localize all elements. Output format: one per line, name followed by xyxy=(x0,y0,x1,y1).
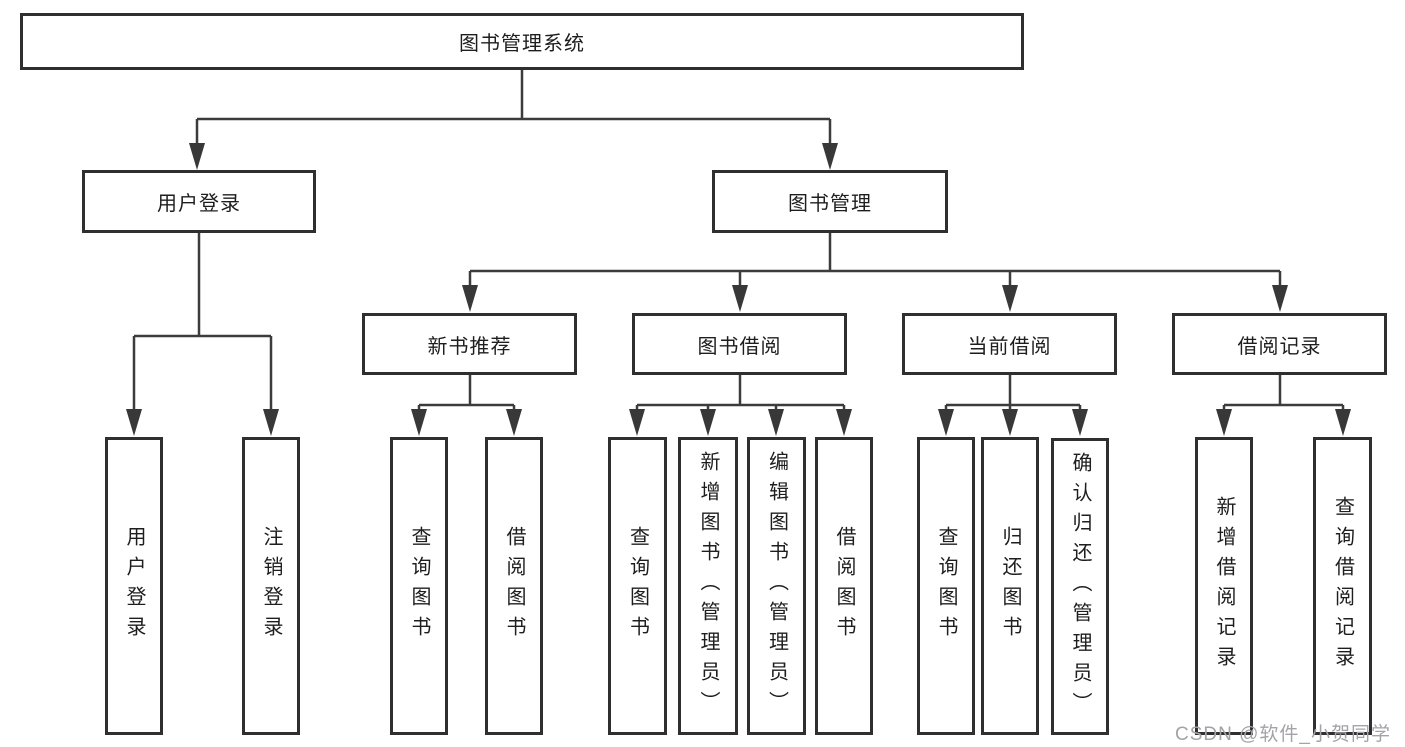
connector-borrowing-records-children xyxy=(1222,375,1345,414)
node-label: 注销登录 xyxy=(260,526,282,646)
node-label: 确认归还（管理员） xyxy=(1069,451,1091,722)
node-label: 新增借阅记录 xyxy=(1213,496,1235,676)
node-label: 查询借阅记录 xyxy=(1331,496,1354,676)
node-label: 查询图书 xyxy=(935,526,957,646)
node-book-borrowing: 图书借阅 xyxy=(632,313,847,375)
node-new-book-recommendation: 新书推荐 xyxy=(362,313,577,375)
connector-book-management-children xyxy=(468,233,1282,290)
node-book-management: 图书管理 xyxy=(712,170,948,233)
node-label: 借阅图书 xyxy=(503,526,525,646)
node-borrow-books-borrowing: 借阅图书 xyxy=(815,437,873,735)
arrow-icon xyxy=(1002,409,1018,436)
node-query-books-rec: 查询图书 xyxy=(390,437,448,735)
node-add-borrow-record: 新增借阅记录 xyxy=(1195,437,1253,735)
arrow-icon xyxy=(1335,409,1351,436)
node-return-books: 归还图书 xyxy=(981,437,1039,735)
node-library-management-system: 图书管理系统 xyxy=(20,13,1024,70)
node-confirm-return-admin: 确认归还（管理员） xyxy=(1051,438,1109,735)
node-query-books-borrowing: 查询图书 xyxy=(608,437,667,735)
node-label: 新增图书（管理员） xyxy=(697,451,719,721)
node-query-borrow-record: 查询借阅记录 xyxy=(1313,437,1372,735)
connector-current-borrowing-children xyxy=(944,375,1082,414)
arrow-icon xyxy=(700,409,716,436)
arrow-icon xyxy=(189,143,205,170)
arrow-icon xyxy=(462,285,478,312)
node-label: 借阅图书 xyxy=(833,526,855,646)
connector-root-to-level2 xyxy=(195,70,832,148)
node-logout: 注销登录 xyxy=(242,437,300,735)
node-borrow-books-rec: 借阅图书 xyxy=(485,437,543,735)
connector-user-login-children xyxy=(132,233,273,412)
node-add-books-admin: 新增图书（管理员） xyxy=(678,437,738,735)
connector-new-book-rec-children xyxy=(417,375,516,414)
node-user-login: 用户登录 xyxy=(82,170,316,233)
connector-book-borrowing-children xyxy=(635,375,846,414)
node-label: 用户登录 xyxy=(123,526,145,646)
arrow-icon xyxy=(1002,285,1018,312)
arrow-icon xyxy=(411,409,427,436)
arrow-icon xyxy=(629,409,645,436)
node-label: 归还图书 xyxy=(999,526,1021,646)
arrow-icon xyxy=(263,409,279,436)
node-label: 编辑图书（管理员） xyxy=(765,451,788,721)
watermark-text: CSDN @软件_小贺同学 xyxy=(1175,724,1391,745)
node-edit-books-admin: 编辑图书（管理员） xyxy=(747,437,806,735)
arrow-icon xyxy=(126,409,142,436)
arrow-icon xyxy=(836,409,852,436)
arrow-icon xyxy=(822,143,838,170)
node-query-books-current: 查询图书 xyxy=(917,437,975,735)
node-current-borrowing: 当前借阅 xyxy=(902,313,1117,375)
arrow-icon xyxy=(506,409,522,436)
node-borrowing-records: 借阅记录 xyxy=(1172,313,1387,375)
arrow-icon xyxy=(1216,409,1232,436)
arrow-icon xyxy=(938,409,954,436)
arrow-icon xyxy=(732,285,748,312)
arrow-icon xyxy=(1272,285,1288,312)
arrow-icon xyxy=(768,409,784,436)
node-label: 查询图书 xyxy=(408,526,430,646)
node-user-login-leaf: 用户登录 xyxy=(105,437,163,735)
arrow-icon xyxy=(1072,409,1088,436)
node-label: 查询图书 xyxy=(626,526,649,646)
